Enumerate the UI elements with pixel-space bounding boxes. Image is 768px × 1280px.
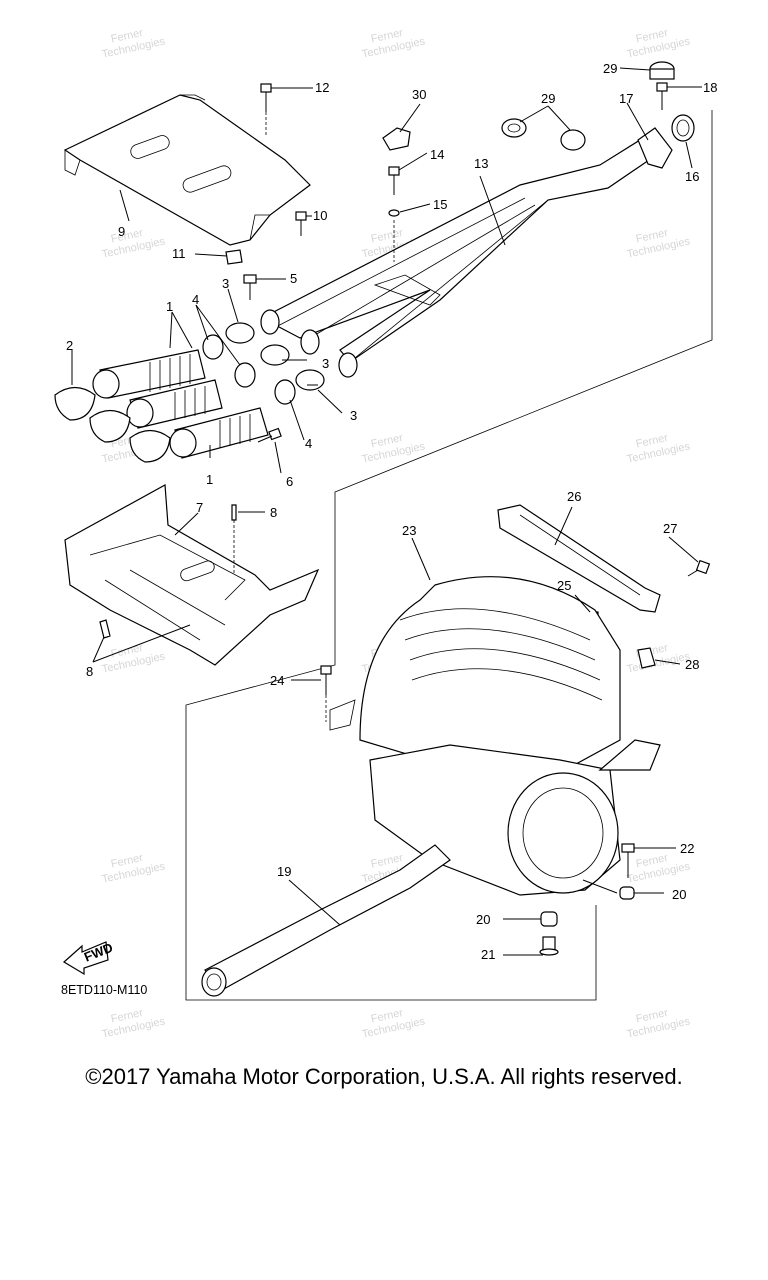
grommet-30: [382, 127, 411, 151]
forward-direction-arrow: FWD: [62, 940, 115, 976]
callout-5: 5: [290, 271, 297, 286]
copyright-notice: ©2017 Yamaha Motor Corporation, U.S.A. A…: [85, 1064, 683, 1089]
watermark-text: FernerTechnologies: [98, 638, 166, 676]
callout-29: 29: [541, 91, 555, 106]
tail-pipe-19: [201, 844, 451, 997]
callout-30: 30: [412, 87, 426, 102]
callout-11: 11: [172, 246, 186, 261]
callout-3: 3: [322, 356, 329, 371]
callout-1: 1: [166, 299, 173, 314]
callout-labels: 1 1 2 3 3 3 4 4 5 6 7 8 8 9 10 11 12 13 …: [66, 61, 717, 962]
callout-8: 8: [86, 664, 93, 679]
callout-29: 29: [603, 61, 617, 76]
callout-4: 4: [192, 292, 199, 307]
callout-7: 7: [196, 500, 203, 515]
gasket-2: [54, 386, 171, 463]
upper-heat-shield: [63, 94, 311, 246]
lower-heat-shield: [64, 484, 320, 666]
bracket-26: [497, 504, 661, 613]
callout-4: 4: [305, 436, 312, 451]
bolt-10: [295, 211, 307, 236]
callout-16: 16: [685, 169, 699, 184]
callout-8: 8: [270, 505, 277, 520]
watermark-text: FernerTechnologies: [98, 223, 166, 261]
watermark-text: FernerTechnologies: [623, 1003, 691, 1041]
grommet-29: [501, 118, 586, 151]
bolt-5: [243, 274, 257, 300]
callout-17: 17: [619, 91, 633, 106]
nut-28: [637, 647, 656, 669]
watermark-text: FernerTechnologies: [98, 23, 166, 61]
callout-18: 18: [703, 80, 717, 95]
grommet-29-top: [649, 61, 675, 80]
callout-19: 19: [277, 864, 291, 879]
watermark-text: FernerTechnologies: [623, 223, 691, 261]
watermark-text: FernerTechnologies: [358, 428, 426, 466]
grommet-20: [540, 886, 635, 927]
seal-4: [202, 334, 296, 405]
section-divider-line: [185, 110, 713, 1001]
exhaust-joint-assembly-1: [92, 349, 269, 459]
callout-20: 20: [672, 887, 686, 902]
watermark-text: FernerTechnologies: [98, 848, 166, 886]
callout-6: 6: [286, 474, 293, 489]
seal-16: [671, 114, 695, 142]
callout-2: 2: [66, 338, 73, 353]
callout-9: 9: [118, 224, 125, 239]
leader-lines: [71, 67, 702, 956]
diagram-code: 8ETD110-M110: [61, 983, 148, 997]
callout-24: 24: [270, 673, 284, 688]
watermark-text: FernerTechnologies: [623, 23, 691, 61]
callout-25: 25: [557, 578, 571, 593]
collar-21: [539, 936, 559, 956]
watermark-text: FernerTechnologies: [623, 638, 691, 676]
callout-20: 20: [476, 912, 490, 927]
bolt-24: [320, 665, 332, 722]
callout-26: 26: [567, 489, 581, 504]
rivet-8: [99, 504, 237, 639]
callout-3: 3: [222, 276, 229, 291]
callout-12: 12: [315, 80, 329, 95]
bolt-6: [257, 427, 282, 443]
bolt-27: [687, 559, 711, 577]
callout-1: 1: [206, 472, 213, 487]
watermark-text: FernerTechnologies: [98, 1003, 166, 1041]
bolt-12: [260, 83, 272, 135]
callout-13: 13: [474, 156, 488, 171]
callout-28: 28: [685, 657, 699, 672]
bracket-11: [225, 249, 243, 265]
callout-10: 10: [313, 208, 327, 223]
callout-23: 23: [402, 523, 416, 538]
watermark-text: FernerTechnologies: [623, 428, 691, 466]
exhaust-pipe-13: [260, 139, 653, 378]
callout-3: 3: [350, 408, 357, 423]
callout-22: 22: [680, 841, 694, 856]
callout-21: 21: [481, 947, 495, 962]
callout-27: 27: [663, 521, 677, 536]
callout-15: 15: [433, 197, 447, 212]
muffler-23: [329, 576, 661, 896]
bolt-14: [388, 166, 400, 262]
callout-14: 14: [430, 147, 444, 162]
bolt-18: [656, 82, 668, 110]
watermark-text: FernerTechnologies: [358, 23, 426, 61]
watermark-text: FernerTechnologies: [358, 1003, 426, 1041]
